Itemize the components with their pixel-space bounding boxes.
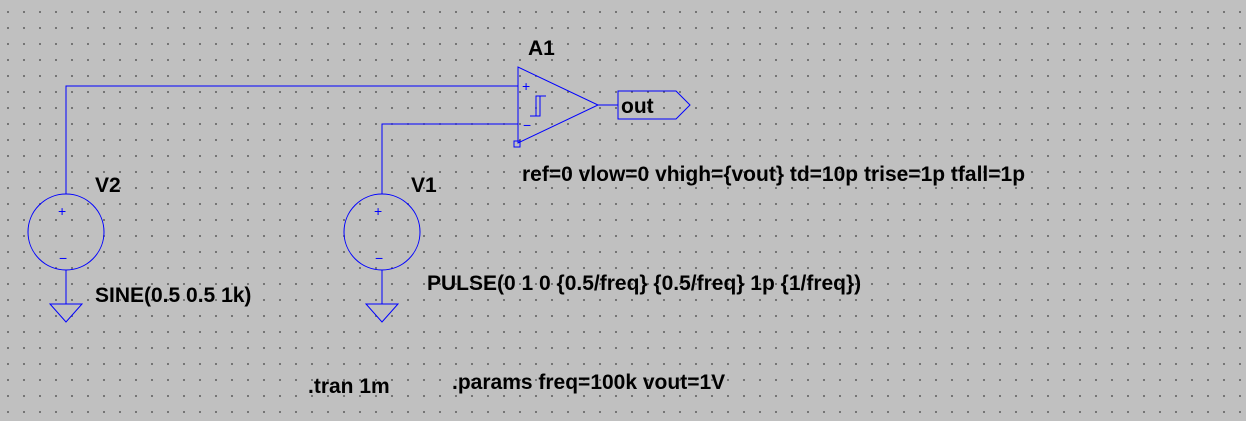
comparator-pin-marker	[513, 140, 521, 148]
v2-ref-label[interactable]: V2	[95, 174, 121, 197]
comparator-triangle	[517, 66, 600, 144]
voltage-source-v2[interactable]: + −	[27, 193, 105, 271]
v1-ref-label[interactable]: V1	[411, 174, 437, 197]
comparator-a1[interactable]: + −	[513, 66, 600, 148]
v2-plus-sign: +	[58, 203, 66, 219]
v2-value-label[interactable]: SINE(0.5 0.5 1k)	[95, 284, 251, 307]
v1-minus-sign: −	[375, 250, 383, 266]
params-directive[interactable]: .params freq=100k vout=1V	[452, 371, 725, 394]
comparator-params-label[interactable]: ref=0 vlow=0 vhigh={vout} td=10p trise=1…	[522, 163, 1025, 186]
wire-v1-to-minus-input[interactable]	[381, 123, 518, 194]
net-label-text[interactable]: out	[621, 95, 654, 118]
tran-directive[interactable]: .tran 1m	[308, 375, 390, 398]
voltage-source-v1[interactable]: + −	[343, 193, 421, 271]
net-label-flag	[617, 90, 691, 120]
v2-minus-sign: −	[59, 250, 67, 266]
source-circle-v2	[27, 193, 105, 271]
v1-plus-sign: +	[374, 203, 382, 219]
source-circle-v1	[343, 193, 421, 271]
v1-value-label[interactable]: PULSE(0 1 0 {0.5/freq} {0.5/freq} 1p {1/…	[427, 272, 861, 295]
hysteresis-symbol	[530, 95, 544, 117]
hysteresis-symbol-second	[532, 95, 546, 117]
net-label-out[interactable]	[617, 90, 691, 120]
comparator-ref-label[interactable]: A1	[528, 37, 555, 60]
ground-symbol-v2[interactable]	[48, 303, 84, 323]
wire-v2-to-plus-input[interactable]	[65, 85, 518, 194]
minus-input-sign: −	[523, 117, 531, 133]
plus-input-sign: +	[522, 78, 530, 94]
ground-symbol-v1[interactable]	[364, 303, 400, 323]
